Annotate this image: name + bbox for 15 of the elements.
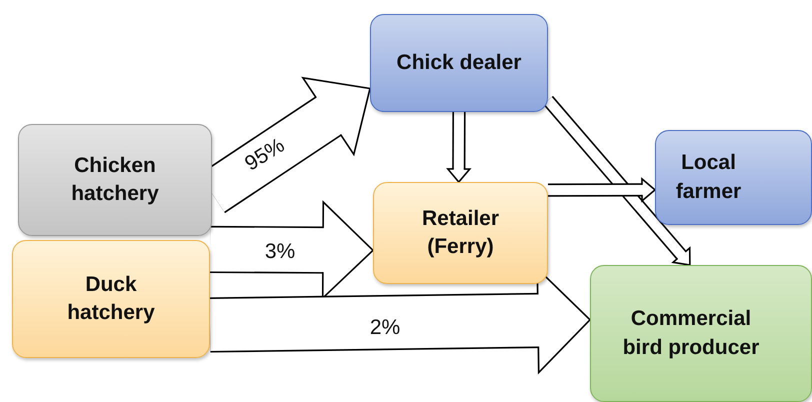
node-label: Retailer (Ferry) (420, 206, 500, 260)
node-label: Commercial bird producer (622, 306, 760, 360)
node-label: Duck hatchery (66, 272, 156, 326)
edge-label: 95% (240, 134, 290, 176)
edge-label: 2% (370, 316, 400, 340)
process-box (370, 14, 548, 112)
node-label: Chicken hatchery (70, 152, 160, 207)
process-box (12, 240, 210, 358)
node-label: Local farmer (674, 150, 742, 204)
edge-label: 3% (264, 240, 296, 264)
node-label: Chick dealer (396, 50, 522, 76)
process-box (590, 265, 812, 402)
process-box (655, 130, 812, 225)
process-box (373, 182, 548, 284)
process-box (18, 124, 212, 236)
